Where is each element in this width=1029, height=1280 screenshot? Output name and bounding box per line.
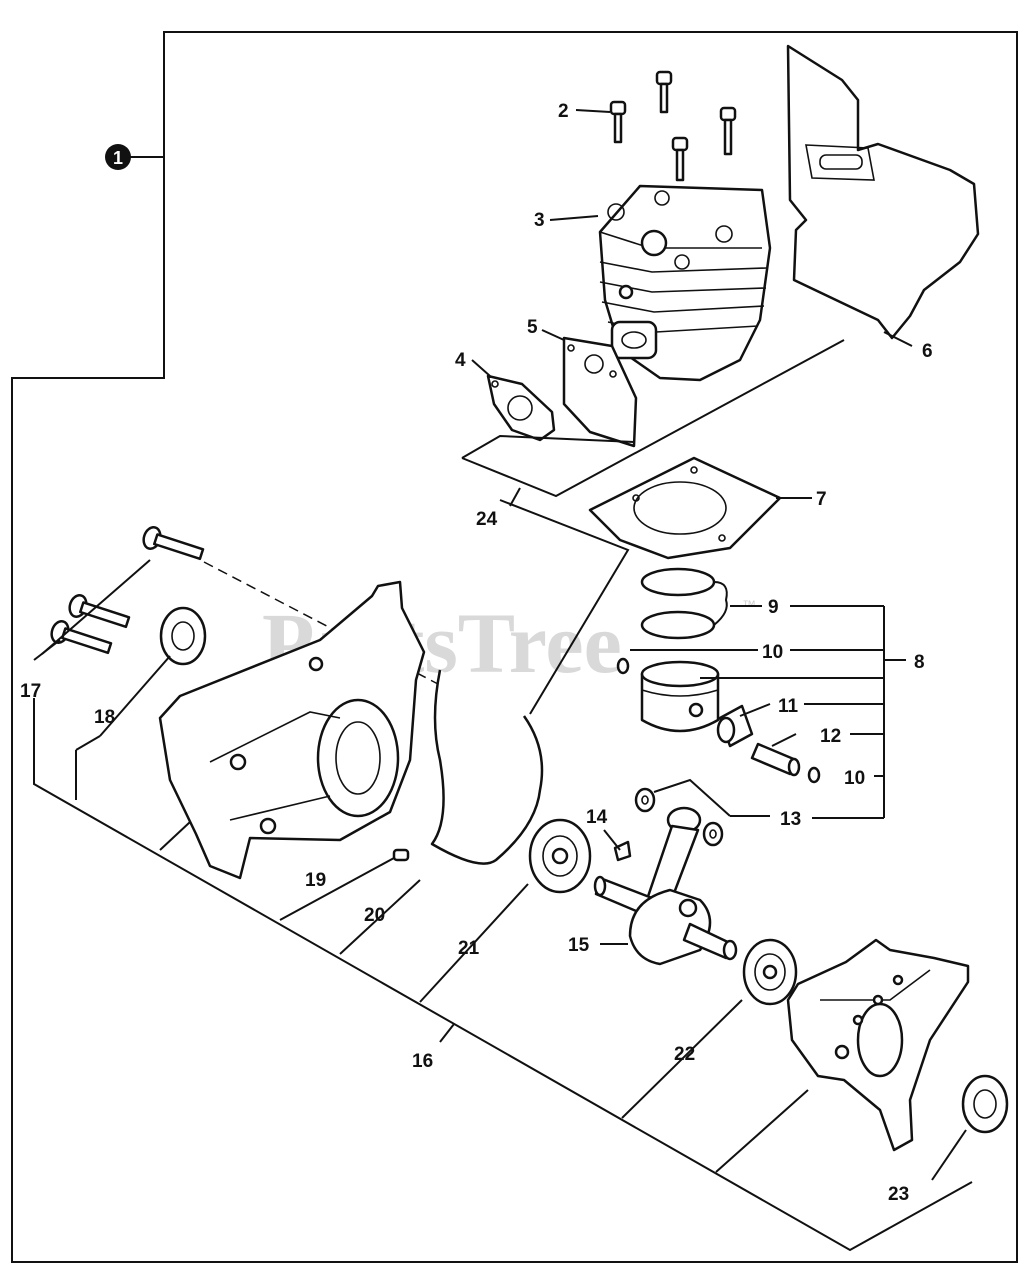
crankcase-half-left [158,580,426,880]
assembly-marker: 1 [105,144,131,170]
circlip-upper [616,657,630,675]
callout-21: 21 [458,938,480,959]
ball-bearing-right [742,938,798,1006]
assembly-frame [11,31,1018,1263]
crankshaft [593,806,738,966]
insulator [486,374,556,442]
base-gasket [588,456,782,560]
callout-6: 6 [922,341,933,362]
thrust-washers [634,787,724,847]
cylinder-bolts [609,70,737,182]
callout-18: 18 [94,707,115,728]
callout-8: 8 [914,652,925,673]
callout-9: 9 [768,597,779,618]
callout-17: 17 [20,681,41,702]
crankcase-gasket [430,669,544,865]
callout-5: 5 [527,317,538,338]
callout-10-lower: 10 [844,768,865,789]
callout-11: 11 [778,696,799,717]
piston-pin [750,742,801,777]
circlip-lower [807,766,821,784]
callout-12: 12 [820,726,841,747]
callout-10-upper: 10 [762,642,783,663]
callout-22: 22 [674,1044,695,1065]
callout-24: 24 [476,509,498,530]
oil-seal-left [159,606,207,666]
intake-gasket [562,336,638,448]
cylinder [598,184,772,382]
callout-20: 20 [364,905,385,926]
callout-19: 19 [305,870,326,891]
needle-bearing [716,704,754,748]
callout-15: 15 [568,935,590,956]
woodruff-key [613,840,632,862]
oil-seal-right [961,1074,1009,1134]
callout-23: 23 [888,1184,909,1205]
ball-bearing-left [528,818,592,894]
assembly-marker-number: 1 [113,148,123,168]
callout-numbers: 2 3 4 5 6 7 24 9 10 8 11 12 10 13 14 15 … [20,101,933,1205]
callout-3: 3 [534,210,545,231]
callout-13: 13 [780,809,801,830]
leader-lines [33,109,973,1252]
callout-4: 4 [455,350,466,371]
dowel-pin-lower [392,848,410,862]
heat-shield [786,44,980,340]
piston [640,660,720,733]
crankcase-bolts [50,526,205,655]
callout-16: 16 [412,1051,433,1072]
callout-14: 14 [586,807,608,828]
crankcase-half-right [786,938,970,1152]
callout-2: 2 [558,101,569,122]
piston-rings [640,567,716,640]
callout-7: 7 [816,489,827,510]
